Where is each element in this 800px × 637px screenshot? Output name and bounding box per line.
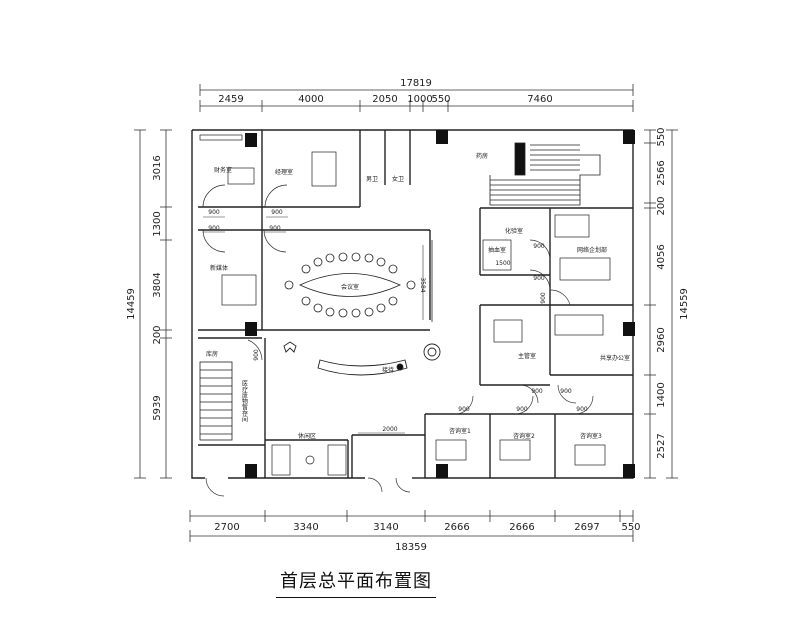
dim-bottom-7: 550 [621,522,640,533]
room-manager: 经理室 [275,168,293,176]
door-dim-8: 900 [531,388,543,395]
dim-top-5: 550 [431,94,450,105]
staircase-lower [199,361,233,441]
door-dim-3: 900 [208,225,220,232]
interior-dimension-lines [203,216,424,434]
door-dim-13: 900 [253,349,260,361]
door-dim-12: 900 [576,406,588,413]
room-medical-waste: 医疗废物暂存间 [241,380,248,423]
staircase-upper [489,142,601,206]
room-women-wc: 女卫 [392,175,404,183]
dim-top-4: 1000 [407,94,432,105]
reception-desk [283,341,441,376]
dim-top-6: 7460 [527,94,552,105]
room-labels: 财务室 经理室 男卫 女卫 药房 化验室 抽血室 网络企划部 新媒体 会议室 主… [206,152,630,440]
dim-right-1: 550 [656,127,667,146]
room-storage: 药房 [476,152,488,160]
room-media: 新媒体 [210,264,228,272]
reception-dim: 2000 [382,426,397,433]
dim-bottom-2: 3340 [293,522,318,533]
dim-bottom-5: 2666 [509,522,534,533]
door-dim-9: 900 [560,388,572,395]
door-dim-7: 900 [540,292,547,304]
room-lab: 化验室 [505,227,523,235]
room-shared-office: 共享办公室 [600,354,630,362]
door-dim-5: 900 [533,243,545,250]
drawing-title: 首层总平面布置图 [276,567,436,598]
dimension-labels: 17819 2459 4000 2050 1000 550 7460 2700 … [126,78,690,553]
door-dim-4: 900 [269,225,281,232]
dim-right-total: 14559 [679,288,690,320]
dim-top-1: 2459 [218,94,243,105]
room-lounge: 休闲区 [298,432,316,440]
room-director: 主管室 [518,352,536,360]
dim-bottom-total: 18359 [395,542,427,553]
dim-left-5: 5939 [152,395,163,420]
dim-bottom-4: 2666 [444,522,469,533]
dim-bottom-6: 2697 [574,522,599,533]
dim-right-4: 4056 [656,244,667,269]
meeting-table [284,240,433,322]
dim-top-2: 4000 [298,94,323,105]
dim-top-3: 2050 [372,94,397,105]
dim-left-1: 3016 [152,155,163,180]
room-blood: 抽血室 [488,246,506,254]
lab-counter-dim: 1500 [495,260,510,267]
dim-right-5: 2960 [656,327,667,352]
room-reception: 接待 [382,366,394,374]
dim-left-2: 1300 [152,211,163,236]
dim-left-total: 14459 [126,288,137,320]
dimension-lines [134,84,678,542]
door-dim-6: 900 [533,275,545,282]
dim-left-3: 3804 [152,272,163,297]
room-meeting: 会议室 [341,283,359,291]
columns [245,130,635,478]
room-consult3: 咨询室3 [580,432,602,440]
dim-right-2: 2566 [656,160,667,185]
room-men-wc: 男卫 [366,176,378,183]
door-dim-11: 900 [516,406,528,413]
dim-bottom-1: 2700 [214,522,239,533]
walls [191,129,634,479]
doors [202,184,594,497]
room-finance: 财务室 [214,166,232,174]
door-dim-10: 900 [458,406,470,413]
dim-right-3: 200 [656,196,667,215]
dim-left-4: 200 [152,325,163,344]
interior-dimension-labels: 900 900 900 900 900 900 900 900 900 900 … [208,209,588,433]
room-consult1: 咨询室1 [449,427,471,435]
meeting-table-dim: 3584 [419,277,426,292]
room-warehouse: 库房 [206,350,218,358]
furniture [199,134,611,476]
door-dim-1: 900 [208,209,220,216]
dim-right-6: 1400 [656,382,667,407]
room-consult2: 咨询室2 [513,432,535,440]
room-network: 网络企划部 [577,246,607,254]
dim-right-7: 2527 [656,433,667,458]
dim-top-total: 17819 [400,78,432,89]
door-dim-2: 900 [271,209,283,216]
dim-bottom-3: 3140 [373,522,398,533]
